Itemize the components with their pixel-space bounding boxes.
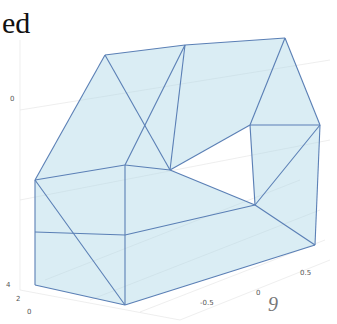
page-number: 9: [268, 294, 278, 314]
axis-tick: 0: [10, 96, 14, 103]
axis-tick: 2: [16, 296, 20, 303]
mesh-edges: [35, 38, 320, 305]
slide-text: ed: [2, 8, 30, 38]
mesh-faces: [35, 38, 320, 305]
axis-tick: 0: [256, 290, 260, 297]
axis-tick: 0: [27, 309, 31, 316]
axis-tick: 4: [6, 282, 10, 289]
axis-tick: 0.5: [300, 270, 311, 277]
axis-tick: -0.5: [200, 300, 214, 307]
